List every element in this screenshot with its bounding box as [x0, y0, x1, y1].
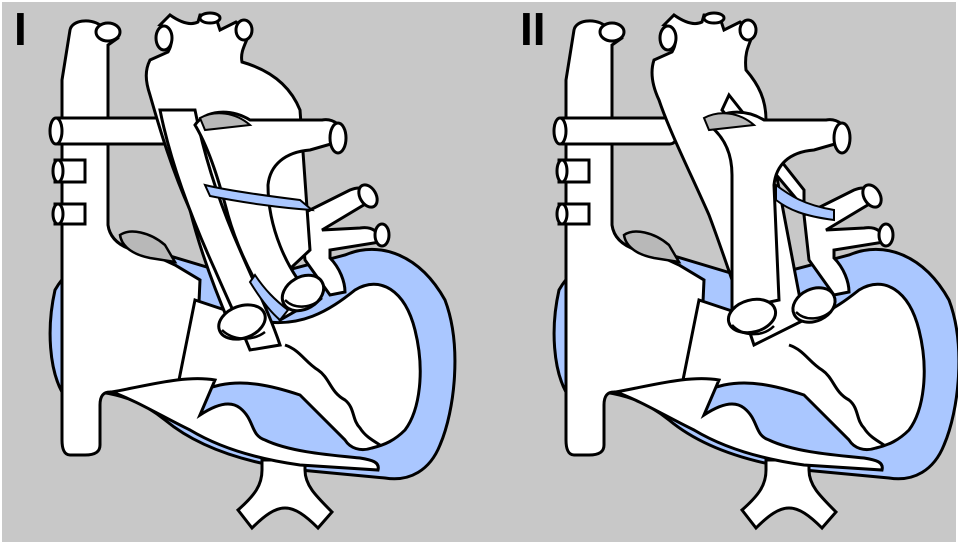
aorta-branch-2 — [704, 13, 724, 23]
aorta-branch-2 — [200, 13, 220, 23]
aorta-branch-1 — [660, 26, 676, 50]
aorta-branch-3 — [740, 20, 756, 40]
panel-label-2: II — [520, 6, 546, 52]
panel-label-1: I — [14, 6, 27, 52]
aorta-branch-1 — [156, 26, 172, 50]
pa-right-end — [330, 123, 346, 153]
aorta-branch-3 — [236, 20, 252, 40]
pa-right-end — [834, 123, 850, 153]
